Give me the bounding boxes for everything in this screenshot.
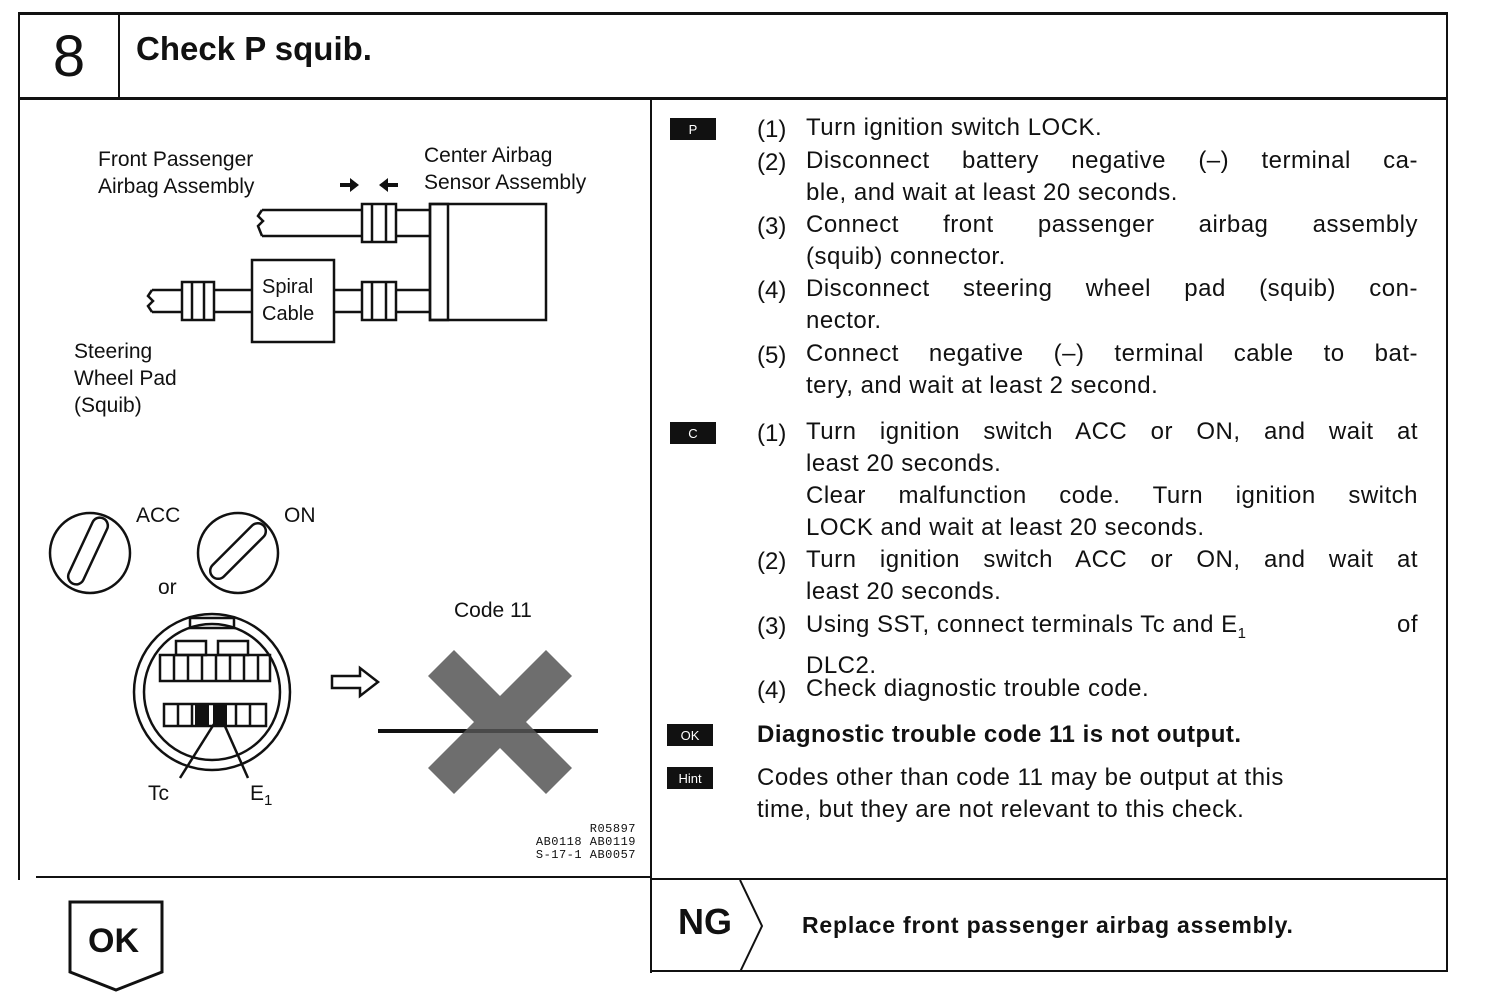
c-badge: C	[670, 422, 716, 444]
no-code-cross-icon	[378, 650, 598, 794]
ok-badge: OK	[667, 724, 713, 746]
hint-text: Codes other than code 11 may be output a…	[757, 764, 1284, 823]
c-step-2-text: Turn ignition switch ACC or ON, and wait…	[806, 546, 1418, 605]
c-step-4-text: Check diagnostic trouble code.	[806, 675, 1150, 702]
header-divider	[118, 12, 120, 98]
ng-box-top	[650, 878, 1448, 880]
p-step-4-num: (4)	[757, 277, 787, 304]
hint-badge: Hint	[667, 767, 713, 789]
c-step-3-text: Using SST, connect terminals Tc and E1 o…	[806, 611, 1418, 679]
step-title: Check P squib.	[136, 30, 372, 67]
header-bottom	[18, 97, 1448, 100]
ok-result-text: Diagnostic trouble code 11 is not output…	[757, 721, 1242, 748]
p-step-1-text: Turn ignition switch LOCK.	[806, 114, 1103, 141]
p-step-3-num: (3)	[757, 213, 787, 240]
ng-box-bottom	[650, 970, 1448, 972]
e1-label: E1	[250, 782, 273, 810]
acc-label: ACC	[136, 504, 181, 527]
p-step-5-num: (5)	[757, 342, 787, 369]
p-step-3-text: Connect front passenger airbag assembly …	[806, 211, 1418, 270]
center-sensor-label: Center Airbag Sensor Assembly	[424, 144, 587, 194]
frame-right	[1446, 12, 1448, 972]
dlc2-connector-icon	[132, 612, 292, 779]
column-divider	[650, 97, 652, 973]
diagram-bottom	[36, 876, 651, 878]
c-step-1-text: Turn ignition switch ACC or ON, and wait…	[806, 418, 1418, 541]
ng-action-text: Replace front passenger airbag assembly.	[802, 912, 1294, 938]
p-step-1-num: (1)	[757, 116, 787, 143]
p-step-5-text: Connect negative (–) terminal cable to b…	[806, 340, 1418, 399]
code-label: Code 11	[454, 599, 532, 622]
p-step-2-text: Disconnect battery negative (–) terminal…	[806, 147, 1418, 206]
ng-label: NG	[678, 901, 732, 942]
p-step-4-text: Disconnect steering wheel pad (squib) co…	[806, 275, 1418, 334]
c-step-1-num: (1)	[757, 420, 787, 447]
c-step-4-num: (4)	[757, 677, 787, 704]
ignition-on-icon	[196, 511, 280, 595]
c-step-2-num: (2)	[757, 548, 787, 575]
frame-top	[18, 12, 1448, 15]
ignition-acc-icon	[48, 511, 132, 595]
step-number: 8	[52, 23, 86, 89]
tc-label: Tc	[148, 782, 169, 805]
on-label: ON	[284, 504, 316, 527]
steering-pad-label: Steering Wheel Pad (Squib)	[74, 340, 177, 417]
figure-refs: R05897 AB0118 AB0119 S-17-1 AB0057	[535, 822, 636, 862]
spiral-cable-label: Spiral Cable	[262, 276, 315, 325]
ng-chevron-icon	[739, 880, 764, 972]
ok-next-step-label[interactable]: OK	[88, 922, 139, 960]
or-label: or	[158, 576, 177, 599]
ok-next-step-icon[interactable]	[66, 900, 166, 992]
p-step-2-num: (2)	[757, 149, 787, 176]
p-badge: P	[670, 118, 716, 140]
front-passenger-label: Front Passenger Airbag Assembly	[98, 148, 255, 198]
connector-schematic	[48, 178, 598, 794]
c-step-3-num: (3)	[757, 613, 787, 640]
frame-left	[18, 12, 20, 880]
hollow-arrow-icon	[330, 665, 381, 699]
